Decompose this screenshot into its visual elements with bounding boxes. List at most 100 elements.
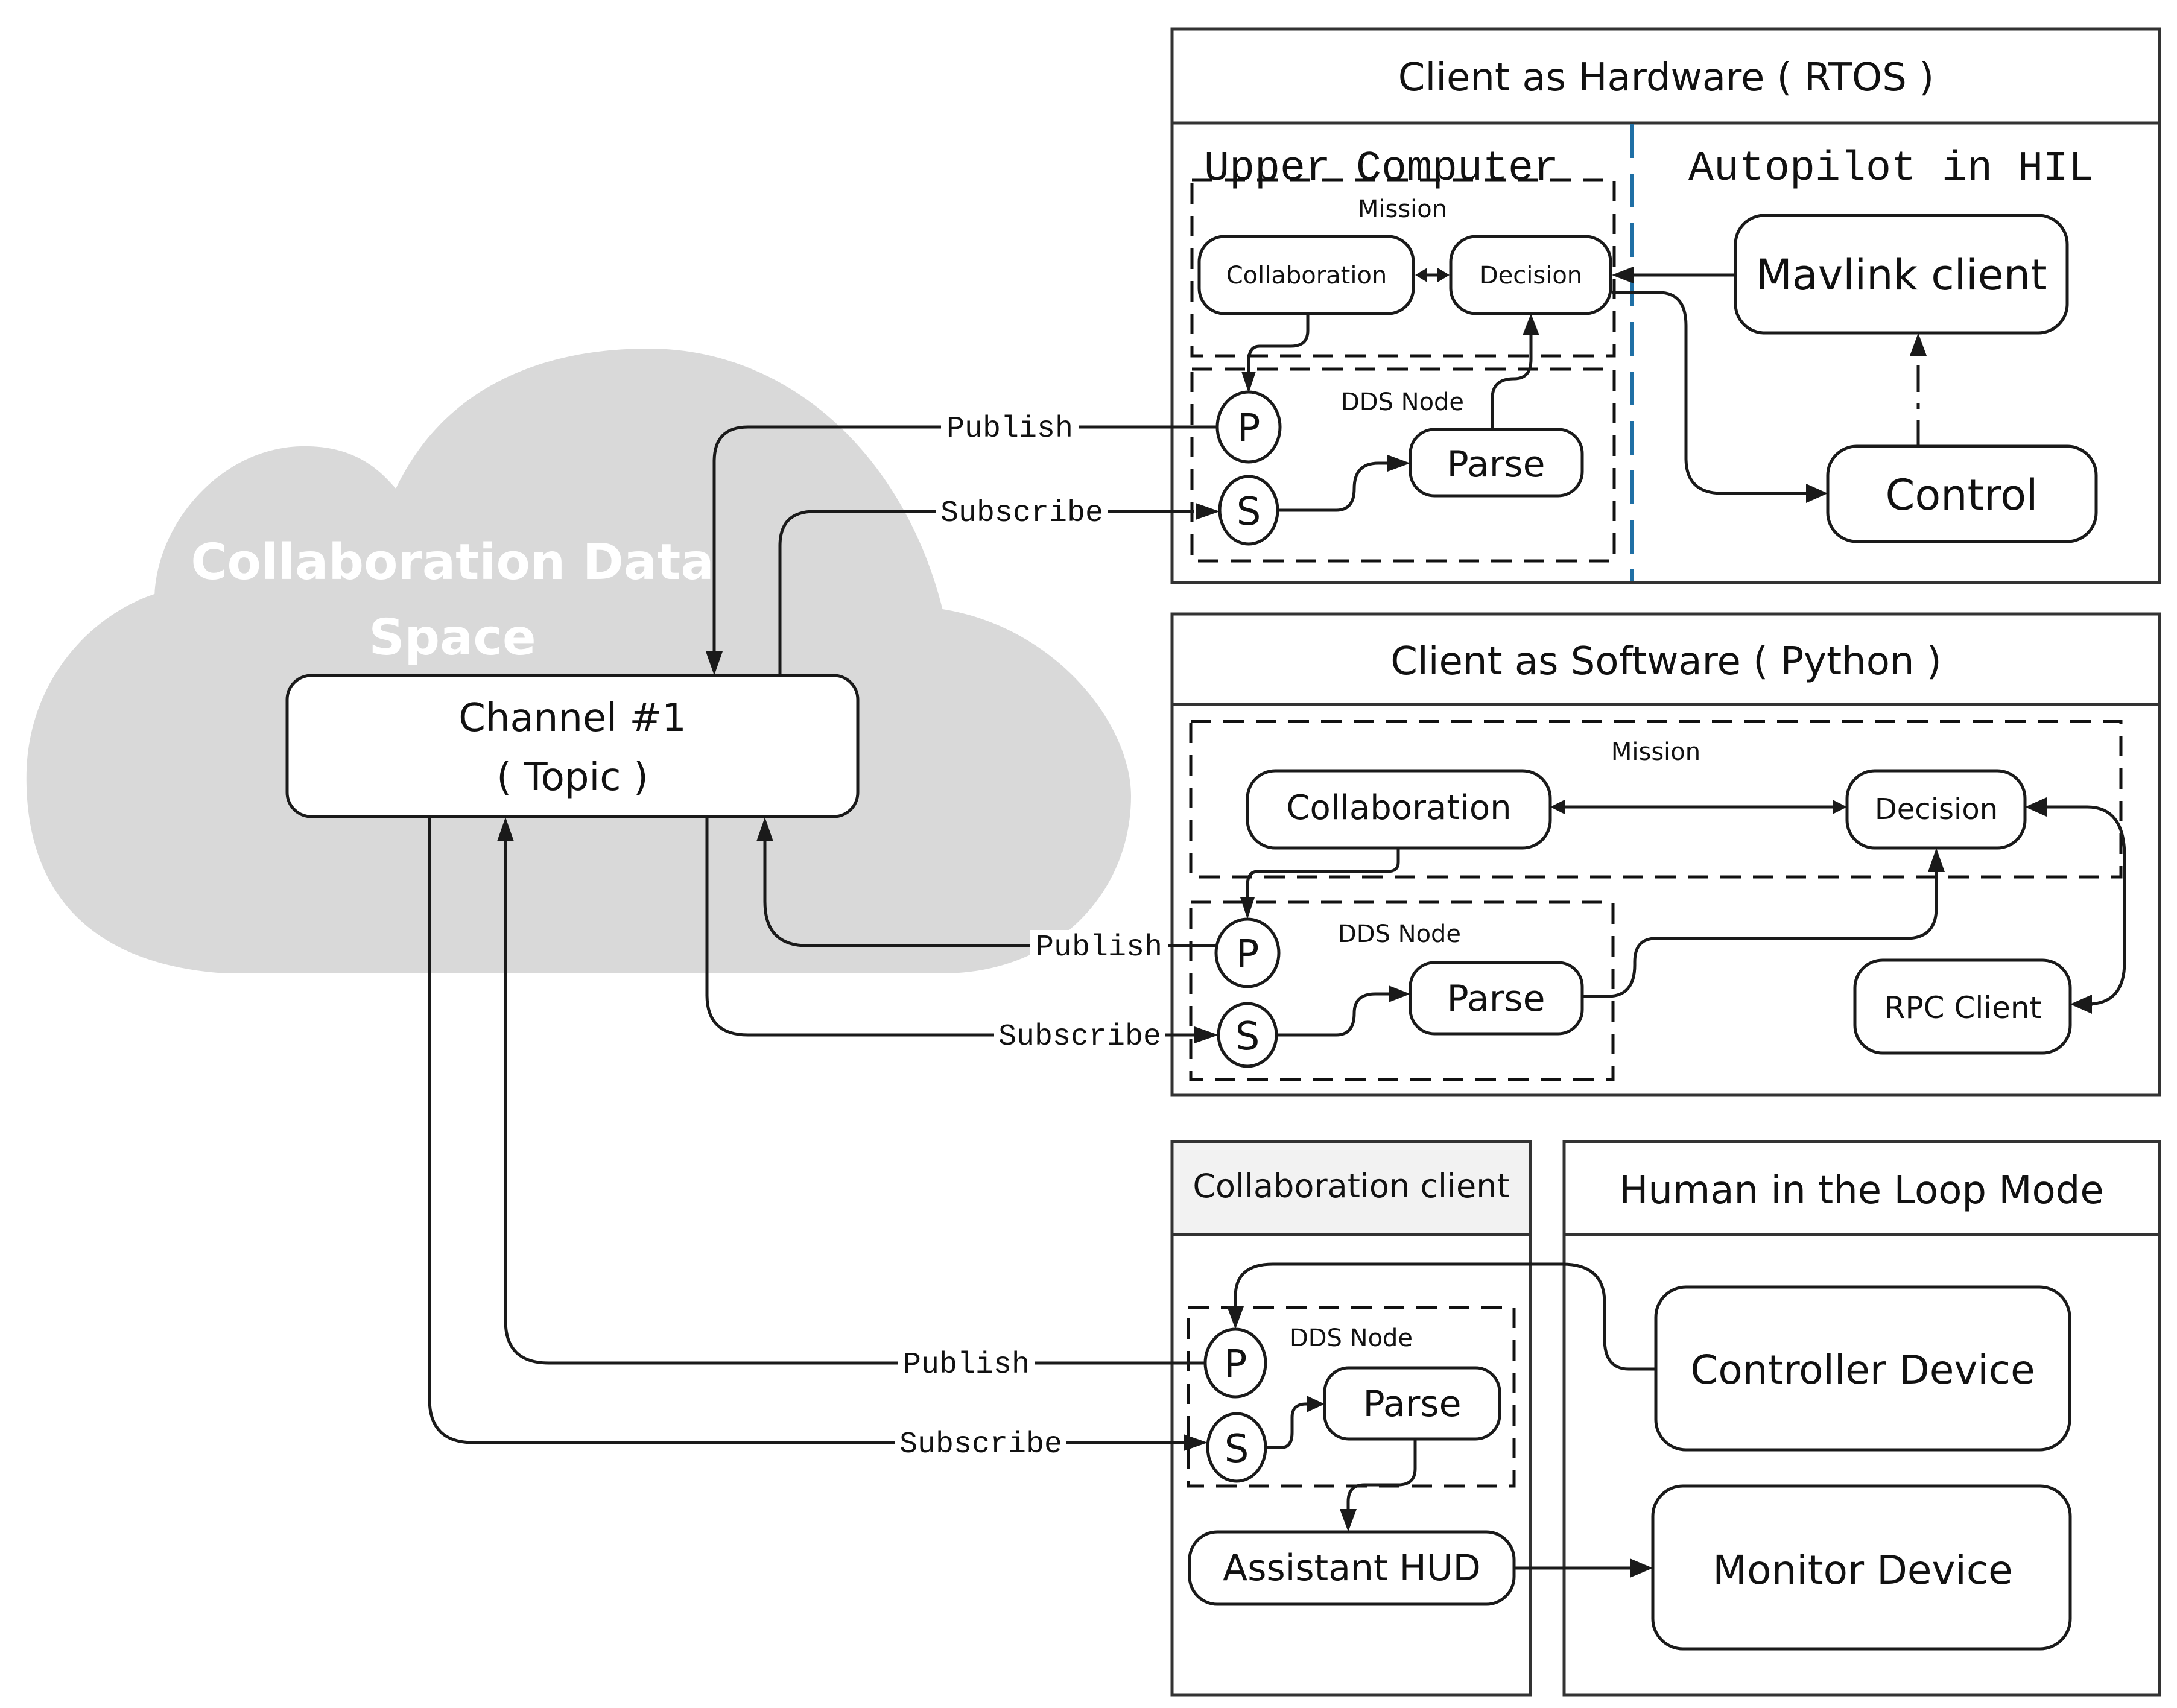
cc-publisher-port[interactable]: P	[1203, 1327, 1267, 1399]
cc-subscribe-arrowhead	[1184, 1434, 1208, 1451]
sw-subscribe-arrowhead	[1194, 1026, 1218, 1043]
sw-dds-group	[1189, 900, 1615, 1081]
assistant-hud-node[interactable]: Assistant HUD	[1188, 1530, 1516, 1606]
hw-publish-edge	[712, 425, 1217, 651]
channel-topic: ( Topic )	[496, 755, 648, 800]
cc-publish-arrowhead	[497, 817, 514, 841]
edge-labels: Publish Subscribe Publish Subscribe Publ…	[895, 411, 1168, 1462]
cloud-shape	[26, 349, 1131, 973]
sw-publisher-label: P	[1236, 932, 1260, 977]
control-node[interactable]: Control	[1826, 444, 2098, 543]
sw-decision-label: Decision	[1875, 792, 1998, 826]
controller-device-label: Controller Device	[1690, 1347, 2035, 1393]
hw-collab-to-publisher-edge	[1247, 314, 1310, 374]
hw-subscriber-port[interactable]: S	[1218, 475, 1279, 546]
controller-device-node[interactable]: Controller Device	[1654, 1285, 2071, 1452]
cc-subscriber-label: S	[1225, 1427, 1249, 1472]
control-label: Control	[1885, 470, 2038, 520]
cc-subscribe-edge	[428, 817, 1184, 1444]
decision-to-control-edge	[1612, 291, 1807, 495]
cloud-title-line1: Collaboration Data	[191, 534, 714, 591]
sw-cd-arrow-right	[1833, 800, 1847, 814]
cc-parse-node[interactable]: Parse	[1323, 1366, 1501, 1441]
sw-collaboration-node[interactable]: Collaboration	[1246, 769, 1552, 850]
hw-p-arrowhead	[1241, 372, 1256, 393]
software-title: Client as Software ( Python )	[1390, 639, 1941, 684]
sw-decision-node[interactable]: Decision	[1845, 769, 2027, 850]
mavlink-client-node[interactable]: Mavlink client	[1734, 214, 2069, 335]
cc-s-to-parse-edge	[1266, 1402, 1309, 1449]
hw-mav-arrowhead	[1612, 267, 1634, 283]
sw-mission-group	[1189, 720, 2123, 879]
sw-collaboration-label: Collaboration	[1286, 788, 1511, 827]
sw-subscribe-edge	[705, 817, 1194, 1037]
cc-p-arrowhead	[1227, 1306, 1244, 1329]
sw-s-to-parse-edge	[1276, 992, 1390, 1037]
software-client-panel: Client as Software ( Python ) Mission Co…	[1170, 612, 2161, 1097]
hw-parse-to-decision-edge	[1491, 335, 1533, 429]
sw-subscriber-port[interactable]: S	[1217, 1002, 1278, 1068]
sw-rpc-decision-arrowhead	[2025, 797, 2047, 817]
monitor-arrowhead	[1630, 1558, 1653, 1578]
cc-parse-to-hud-edge	[1346, 1439, 1417, 1511]
hil-title: Human in the Loop Mode	[1619, 1168, 2103, 1213]
hw-control-arrowhead	[1806, 484, 1828, 503]
cc-parse-label: Parse	[1363, 1383, 1461, 1425]
sw-mission-label: Mission	[1611, 738, 1700, 766]
cc-hud-arrowhead	[1340, 1509, 1357, 1532]
collaboration-client-panel: Collaboration client DDS Node P S Parse …	[1170, 1140, 1532, 1697]
hw-subscribe-arrowhead	[1196, 503, 1220, 520]
rpc-client-node[interactable]: RPC Client	[1853, 958, 2072, 1055]
hw-decision-arrowhead	[1523, 314, 1539, 335]
sw-collab-to-publisher-edge	[1246, 848, 1400, 899]
hw-publish-label: Publish	[946, 412, 1073, 446]
sw-subscribe-label: Subscribe	[998, 1020, 1161, 1054]
cc-subscriber-port[interactable]: S	[1206, 1412, 1267, 1483]
sw-p-arrowhead	[1240, 897, 1255, 919]
collab-client-header	[1174, 1143, 1529, 1234]
human-in-loop-panel: Human in the Loop Mode Controller Device…	[1562, 1140, 2161, 1697]
hw-dds-group	[1190, 367, 1616, 563]
cc-publisher-label: P	[1224, 1343, 1247, 1387]
sw-rpc-client-arrowhead	[2070, 995, 2092, 1014]
channel-name: Channel #1	[458, 696, 686, 741]
hw-collaboration-node[interactable]: Collaboration	[1197, 235, 1415, 315]
hw-collaboration-label: Collaboration	[1226, 262, 1387, 289]
hardware-title: Client as Hardware ( RTOS )	[1398, 55, 1934, 100]
collab-client-title: Collaboration client	[1193, 1167, 1509, 1205]
hw-cd-arrow-left	[1415, 268, 1427, 282]
hardware-client-panel: Client as Hardware ( RTOS ) Upper Comput…	[1170, 27, 2161, 584]
channel-box[interactable]: Channel #1 ( Topic )	[285, 674, 860, 818]
hw-publisher-label: P	[1237, 406, 1261, 451]
sw-decision-arrowhead	[1928, 848, 1945, 872]
hw-subscribe-edge	[778, 510, 1194, 675]
hw-parse-node[interactable]: Parse	[1409, 428, 1584, 498]
sw-publish-label: Publish	[1036, 931, 1162, 965]
hw-mission-label: Mission	[1358, 195, 1447, 223]
hw-s-to-parse-edge	[1278, 461, 1390, 512]
sw-dds-label: DDS Node	[1338, 920, 1461, 948]
autopilot-hil-label: Autopilot in HIL	[1688, 145, 2094, 193]
hw-parse-label: Parse	[1447, 443, 1545, 486]
hw-dds-label: DDS Node	[1341, 388, 1464, 416]
hw-publisher-port[interactable]: P	[1215, 390, 1282, 464]
hw-subscriber-label: S	[1237, 490, 1261, 534]
assistant-hud-label: Assistant HUD	[1223, 1547, 1481, 1589]
cc-dds-label: DDS Node	[1290, 1324, 1413, 1352]
hw-decision-node[interactable]: Decision	[1449, 235, 1612, 315]
sw-parse-to-decision-edge	[1582, 871, 1938, 998]
hw-mission-group	[1190, 178, 1616, 358]
sw-publish-arrowhead	[756, 817, 773, 841]
monitor-device-node[interactable]: Monitor Device	[1651, 1484, 2072, 1651]
sw-parse-node[interactable]: Parse	[1409, 961, 1584, 1036]
cc-parse-arrowhead	[1307, 1396, 1325, 1412]
hw-mavlink-arrowhead	[1910, 333, 1927, 356]
hw-subscribe-label: Subscribe	[940, 496, 1103, 531]
sw-parse-label: Parse	[1447, 978, 1545, 1020]
rpc-client-label: RPC Client	[1884, 990, 2041, 1025]
sw-cd-arrow-left	[1550, 800, 1565, 814]
sw-publish-edge	[763, 841, 1216, 947]
hw-decision-label: Decision	[1480, 262, 1582, 289]
sw-publisher-port[interactable]: P	[1214, 917, 1281, 988]
mavlink-client-label: Mavlink client	[1755, 250, 2047, 300]
